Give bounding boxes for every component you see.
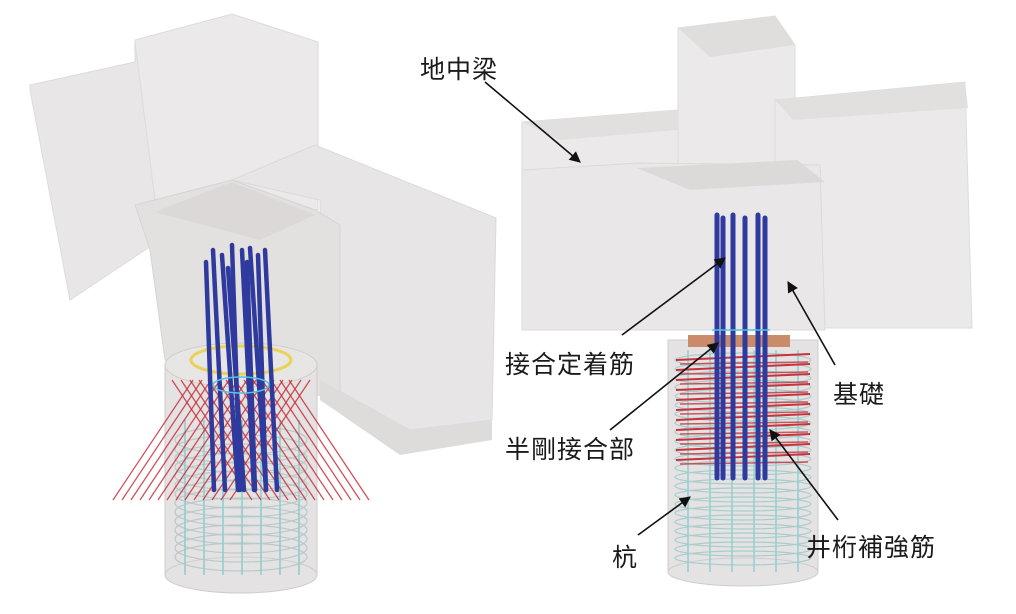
grid-bar — [121, 379, 203, 501]
grid-bar — [139, 379, 221, 501]
pile-hoop — [174, 542, 308, 572]
label-pile: 杭 — [612, 543, 639, 572]
pile-bottom-right — [667, 557, 819, 587]
pile-hoop — [674, 496, 812, 512]
anchor-bar — [203, 259, 217, 493]
grid-bar — [175, 379, 257, 501]
foundation-box-front — [521, 162, 826, 331]
column-top — [678, 16, 795, 57]
pile-hoop — [674, 487, 812, 503]
pile-hoop — [674, 523, 812, 539]
grid-bar — [157, 379, 239, 501]
pile-hoop — [674, 514, 812, 530]
anchor-ring — [212, 376, 270, 394]
label-grid-reinforcement: 井桁補強筋 — [806, 533, 937, 562]
anchor-bars-left — [203, 242, 280, 493]
right-front-view — [521, 15, 973, 587]
pile-top — [164, 342, 318, 388]
anchor-bar — [219, 252, 241, 493]
pile-hoop — [674, 532, 812, 548]
anchor-bar — [255, 252, 269, 493]
anchor-bar — [210, 247, 228, 493]
grid-bar — [261, 379, 343, 501]
grid-bar — [243, 379, 325, 501]
beam-bottom-right — [320, 380, 492, 455]
arrow-anchor-bar — [621, 257, 726, 336]
pile-hoop — [674, 550, 812, 566]
pile-hoop — [674, 541, 812, 557]
grid-bar — [288, 379, 370, 501]
grid-bar — [202, 379, 284, 501]
arrow-semi-rigid — [609, 342, 719, 431]
pile-bottom — [164, 556, 318, 594]
beam-left-top — [522, 110, 678, 140]
pile-hoop — [174, 524, 308, 554]
left-perspective-view — [29, 13, 497, 594]
foundation-top-face — [637, 160, 825, 190]
arrow-pile — [637, 496, 691, 536]
label-foundation: 基礎 — [833, 380, 886, 409]
label-joint-anchor-bar: 接合定着筋 — [505, 350, 636, 379]
grid-bar — [279, 379, 361, 501]
grid-bar — [270, 379, 352, 501]
pile-hoop — [174, 515, 308, 545]
grid-bar — [252, 379, 334, 501]
beam-right-top — [775, 82, 968, 120]
yellow-ring — [189, 344, 293, 376]
anchor-bar — [262, 247, 280, 493]
label-semi-rigid-joint: 半剛接合部 — [505, 435, 636, 464]
foundation-box — [134, 179, 341, 401]
pile-hoop — [174, 533, 308, 563]
arrow-foundation — [787, 281, 836, 366]
grid-bar — [112, 379, 194, 501]
arrow-ground-beam — [484, 81, 581, 163]
grid-bar — [130, 379, 212, 501]
anchor-bar — [244, 259, 258, 493]
arrow-grid-reinforcement — [769, 429, 839, 521]
pile-hoop — [174, 497, 308, 527]
pile-hoop — [674, 505, 812, 521]
pile-hoop — [174, 506, 308, 536]
foundation-top — [155, 182, 315, 240]
label-ground-beam: 地中梁 — [420, 55, 499, 84]
grid-bar — [148, 379, 230, 501]
anchor-bar — [225, 265, 247, 493]
semi-rigid-joint-plate — [688, 335, 790, 347]
